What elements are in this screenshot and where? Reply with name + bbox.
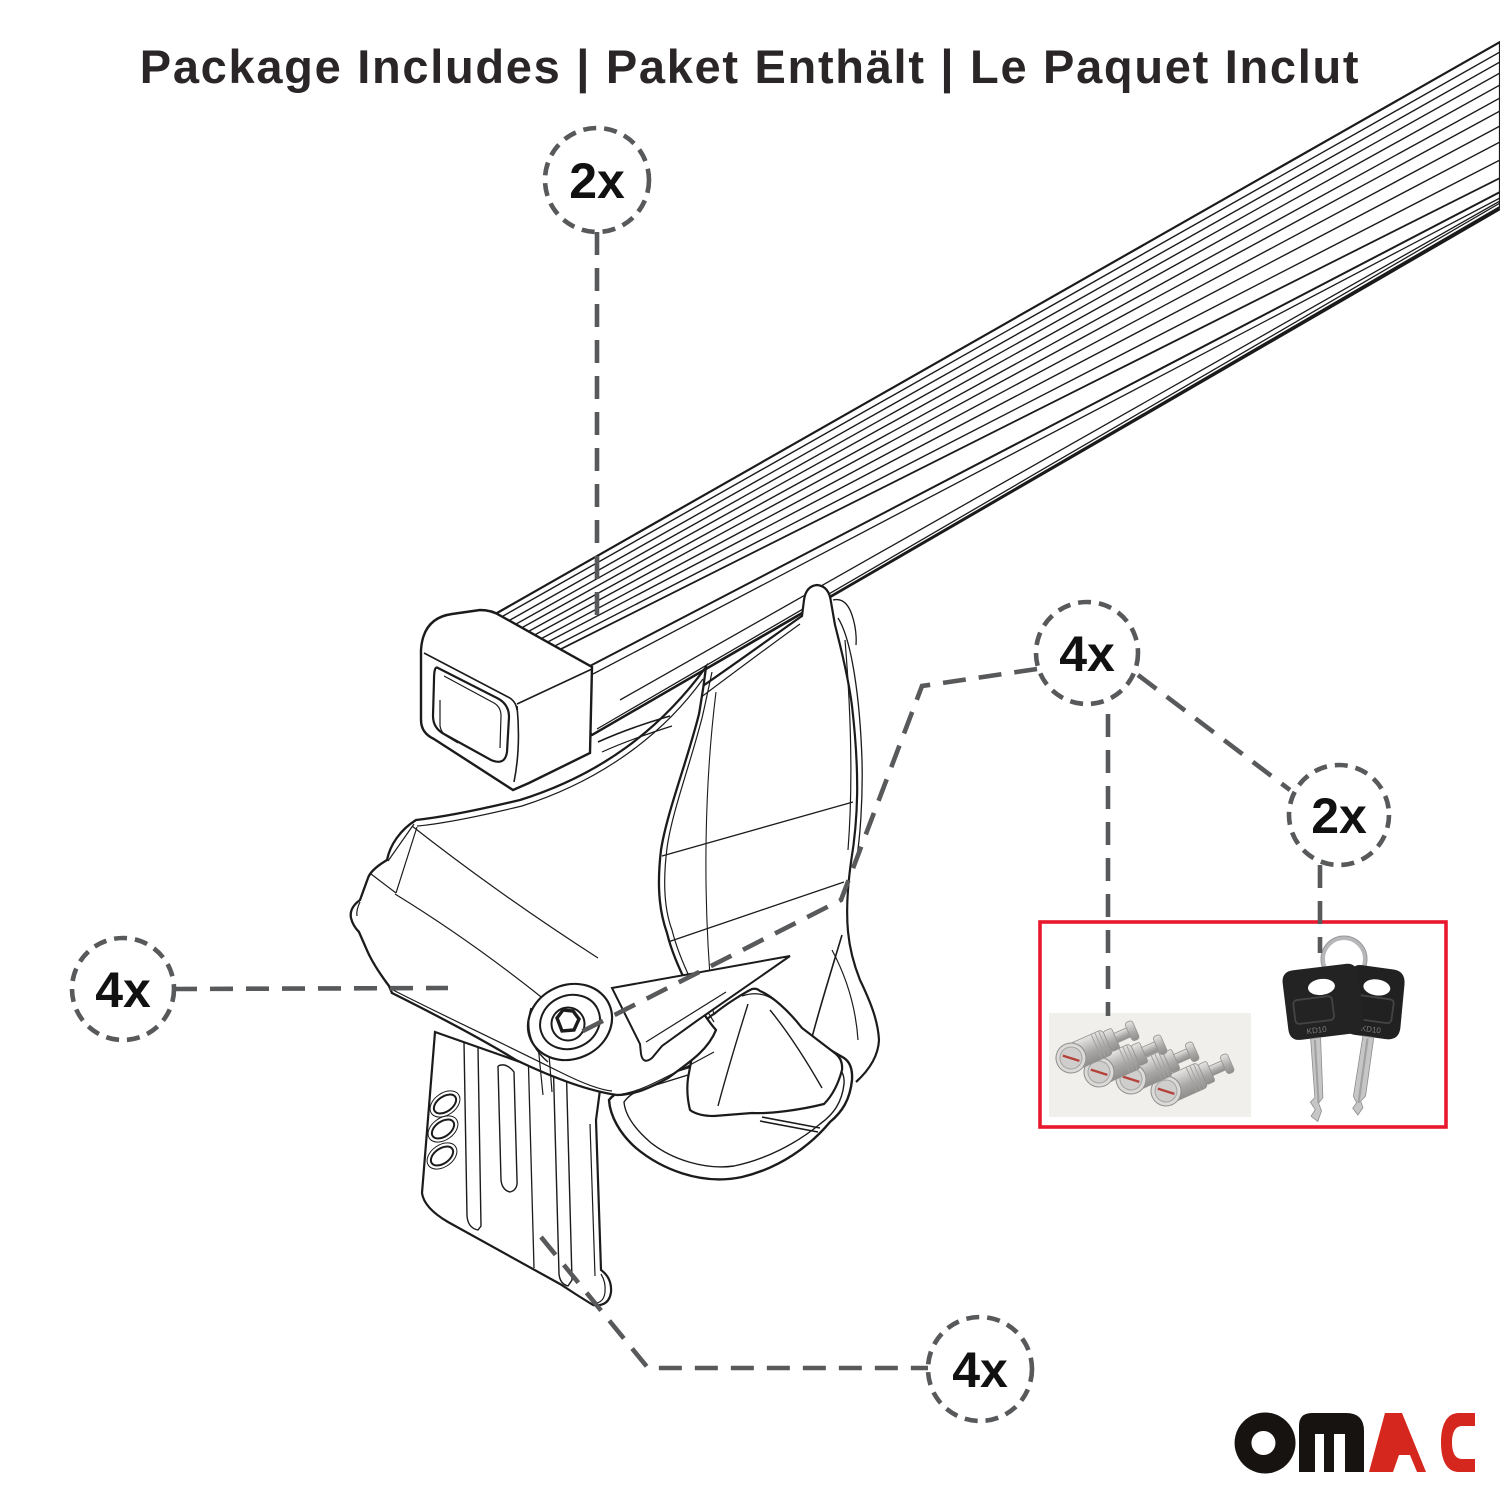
svg-text:4x: 4x	[95, 962, 151, 1018]
svg-text:2x: 2x	[1311, 788, 1367, 844]
svg-text:KD10: KD10	[1306, 1025, 1328, 1036]
svg-text:KD10: KD10	[1360, 1024, 1382, 1036]
svg-text:4x: 4x	[1059, 626, 1115, 682]
svg-text:Package Includes | Paket Enthä: Package Includes | Paket Enthält | Le Pa…	[140, 40, 1360, 93]
svg-text:4x: 4x	[952, 1342, 1008, 1398]
svg-text:2x: 2x	[569, 153, 625, 209]
